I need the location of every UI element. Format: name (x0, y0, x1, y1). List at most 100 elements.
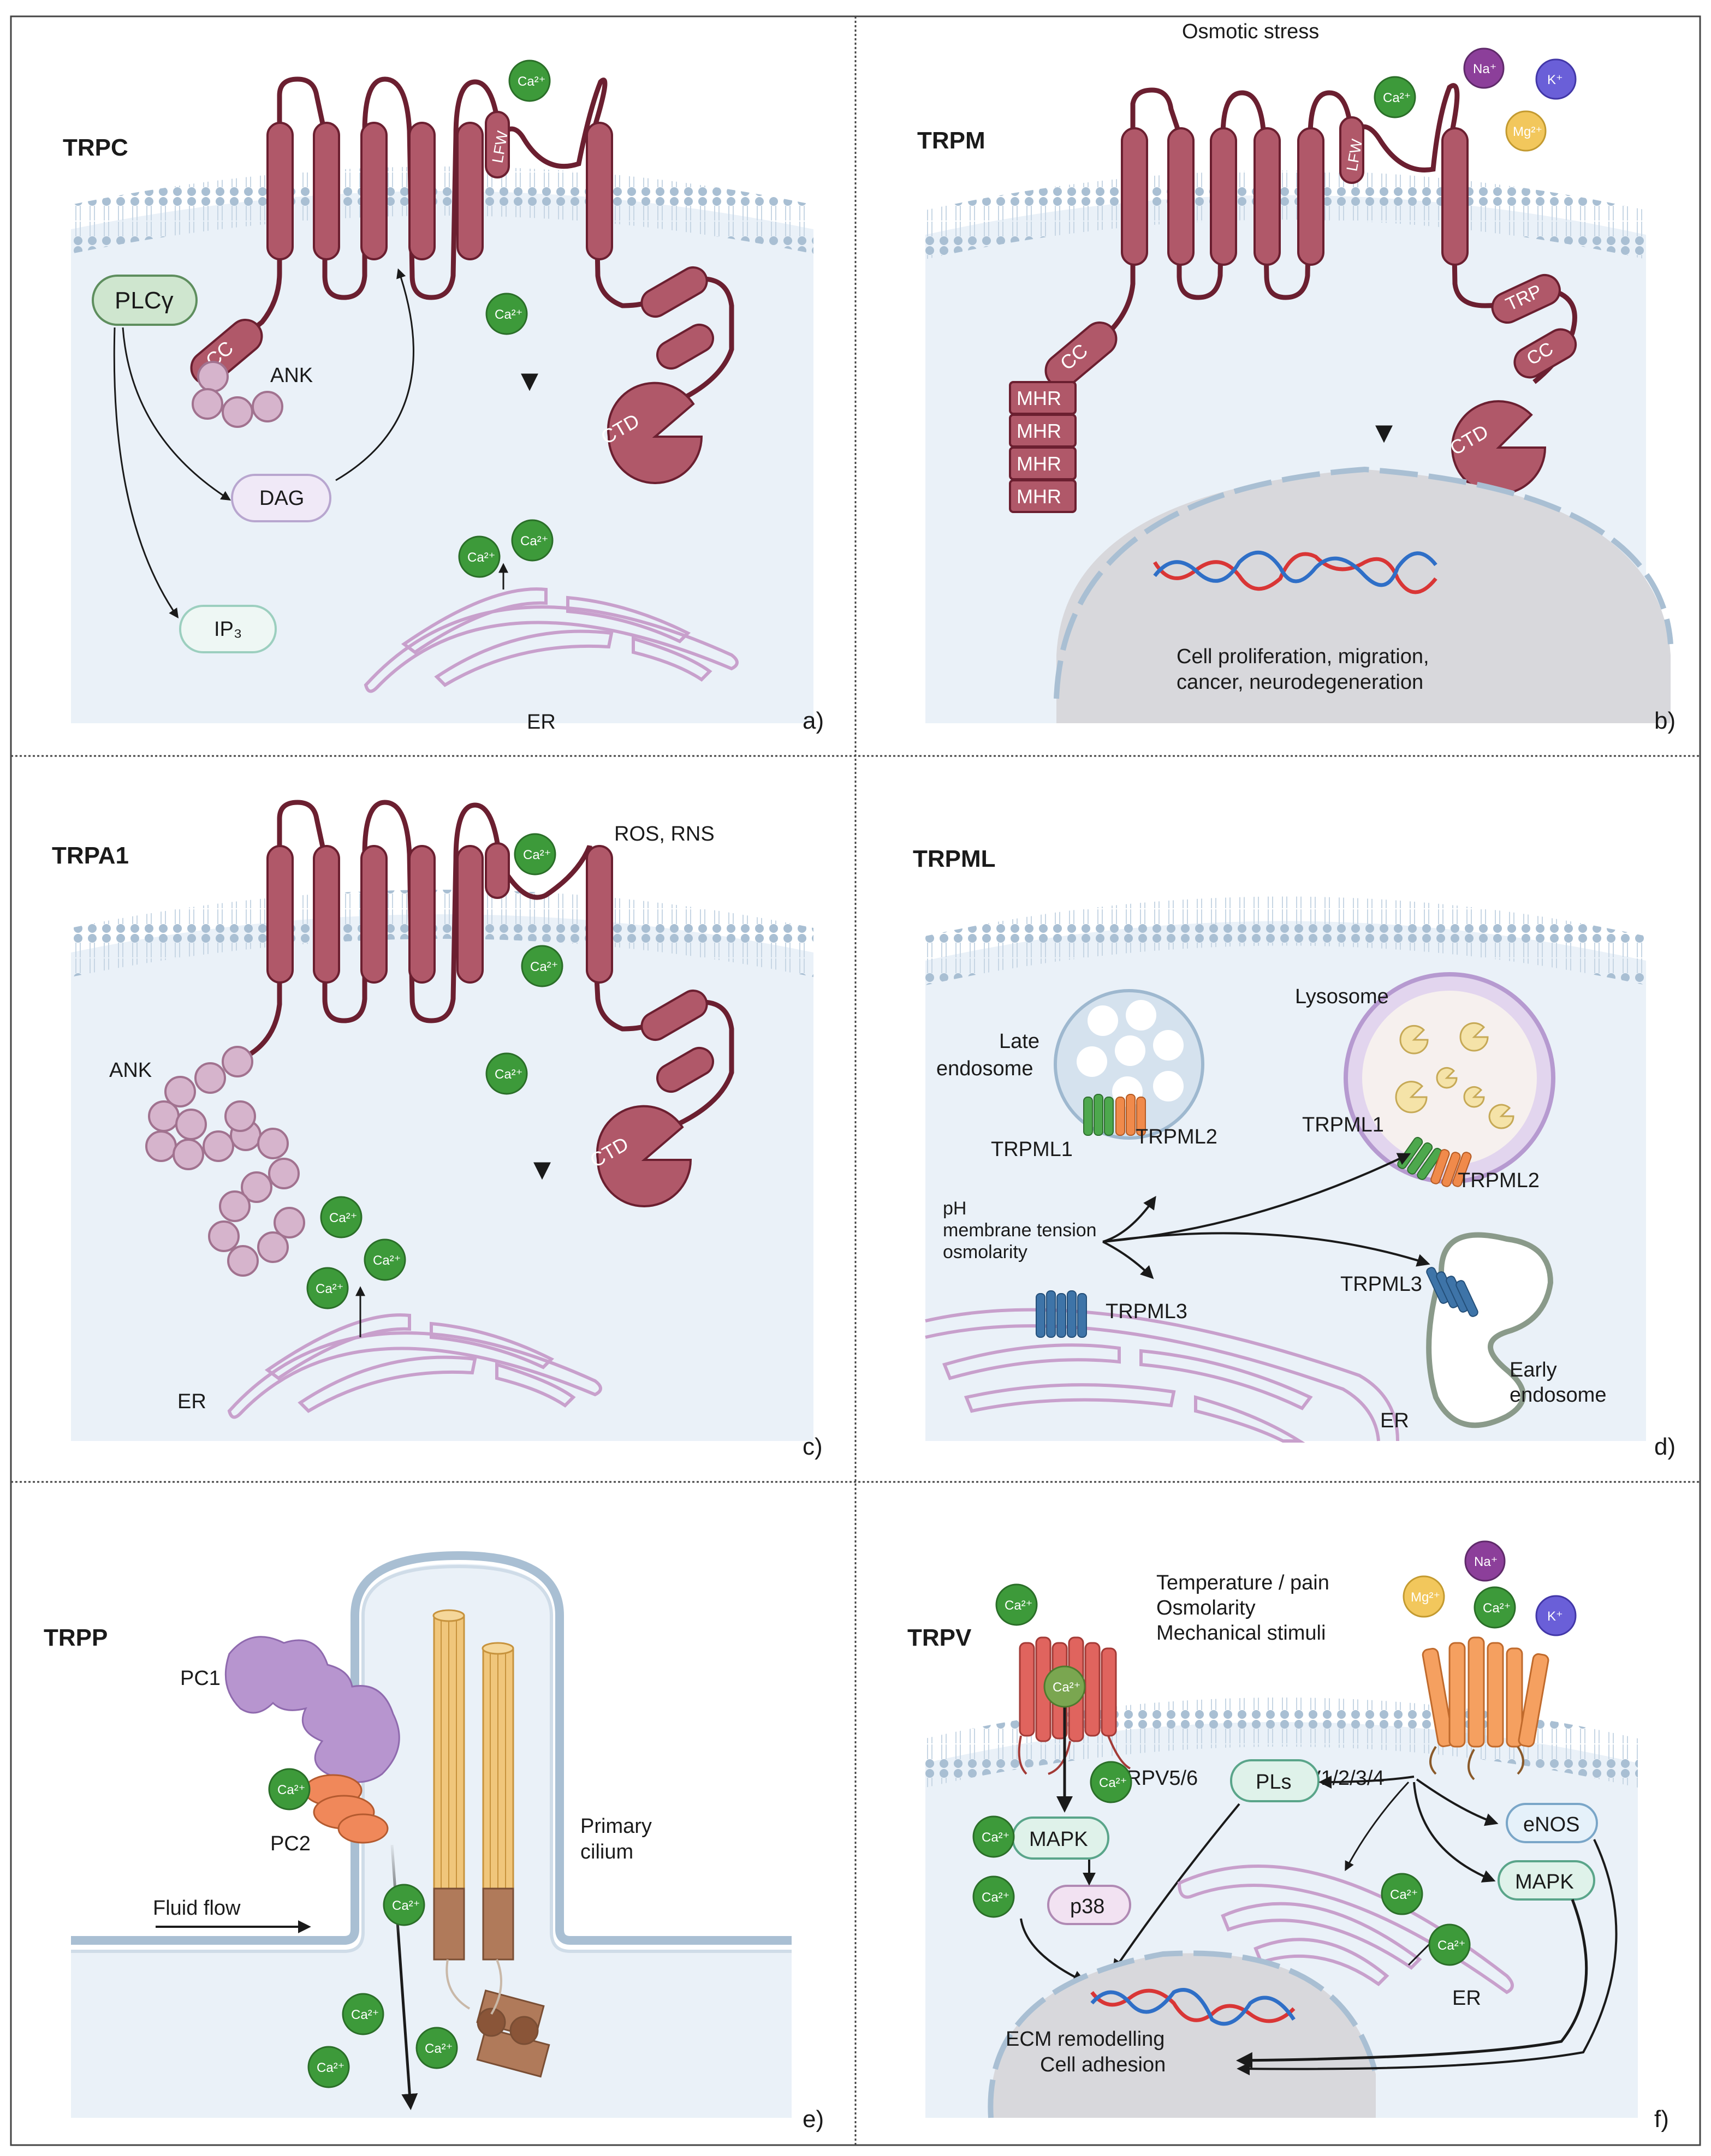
stimulus-label-2: Osmolarity (1156, 1597, 1256, 1619)
panel-trpa1: TRPA1 ROS, RNS CTD ANK (52, 800, 823, 1460)
er-label: ER (177, 1390, 206, 1413)
calcium-ion: Ca²⁺ (1381, 1873, 1423, 1915)
mhr-label: MHR (1017, 420, 1061, 442)
plc-label: PLCγ (115, 287, 174, 314)
p38-label: p38 (1070, 1895, 1104, 1918)
dna-helix (1152, 550, 1437, 594)
trpml2-label: TRPML2 (1136, 1125, 1217, 1148)
panel-trpml: TRPML Late endosome TRPML1 TRPML2 (913, 845, 1676, 1460)
er (925, 1308, 1399, 1443)
pls-label: PLs (1256, 1771, 1291, 1794)
svg-text:Ca²⁺: Ca²⁺ (982, 1830, 1009, 1845)
p38-node (1047, 1885, 1131, 1925)
svg-text:Ca²⁺: Ca²⁺ (520, 534, 548, 549)
cilium-label-2: cilium (580, 1841, 633, 1863)
svg-text:Ca²⁺: Ca²⁺ (1483, 1601, 1511, 1616)
calcium-ion: Ca²⁺ (521, 945, 563, 987)
er-label: ER (1380, 1409, 1409, 1432)
outcome-line-2: Cell adhesion (1040, 2053, 1166, 2076)
svg-text:Ca²⁺: Ca²⁺ (1099, 1776, 1127, 1790)
stimulus-label-3: Mechanical stimuli (1156, 1622, 1326, 1645)
membrane (71, 1551, 792, 1945)
mhr-label: MHR (1017, 387, 1061, 409)
trpv1234-channel (1422, 1636, 1549, 1748)
ank-label: ANK (109, 1059, 152, 1082)
ank-repeats (145, 1046, 305, 1277)
svg-text:Na⁺: Na⁺ (1473, 62, 1496, 76)
mapk-label: MAPK (1029, 1828, 1088, 1851)
ank-label: ANK (270, 364, 313, 387)
trpml1-channel (1083, 1094, 1114, 1136)
lysosome (1344, 972, 1555, 1184)
panel-trpm: TRPM Osmotic stress LFW TRP CC CC CTD (917, 20, 1676, 734)
panel-title: TRPV (907, 1624, 972, 1651)
calcium-ion: Ca²⁺ (342, 1993, 384, 2035)
late-endosome-label-2: endosome (936, 1057, 1033, 1080)
trpml3-channel (1036, 1290, 1087, 1338)
membrane (71, 890, 813, 977)
stimulus-label: ROS, RNS (614, 823, 715, 845)
svg-text:Ca²⁺: Ca²⁺ (495, 1067, 522, 1082)
fluid-flow-label: Fluid flow (153, 1897, 241, 1920)
lysosome-label: Lysosome (1295, 985, 1389, 1008)
outcome-line-1: Cell proliferation, migration, (1177, 645, 1429, 668)
cilium-label-1: Primary (580, 1815, 652, 1838)
svg-text:Na⁺: Na⁺ (1474, 1555, 1498, 1569)
cytosol (71, 1564, 792, 2118)
nucleus (1054, 466, 1673, 723)
ctd-domain (607, 382, 703, 484)
dna-helix (1090, 1988, 1296, 2026)
svg-text:Ca²⁺: Ca²⁺ (982, 1890, 1009, 1905)
er (364, 587, 739, 693)
panel-letter: d) (1654, 1433, 1676, 1460)
calcium-ion: Ca²⁺ (307, 2046, 350, 2088)
trpml2-label: TRPML2 (1458, 1169, 1540, 1192)
er (1177, 1865, 1514, 1994)
panel-title: TRPP (44, 1624, 108, 1651)
basal-body (433, 1887, 550, 2078)
calcium-ion: Ca²⁺ (1428, 1923, 1471, 1966)
svg-text:Ca²⁺: Ca²⁺ (317, 2060, 344, 2075)
potassium-ion: K⁺ (1535, 58, 1577, 100)
magnesium-ion: Mg²⁺ (1505, 110, 1547, 152)
panel-letter: e) (803, 2106, 824, 2133)
svg-text:Ca²⁺: Ca²⁺ (425, 2041, 453, 2056)
ctd-domain (596, 1105, 692, 1207)
ip3-node (179, 605, 277, 653)
calcium-ion: Ca²⁺ (415, 2027, 458, 2069)
er-label: ER (1452, 1987, 1481, 2010)
svg-text:K⁺: K⁺ (1547, 73, 1563, 87)
calcium-ion: Ca²⁺ (514, 833, 556, 875)
svg-text:Ca²⁺: Ca²⁺ (1383, 91, 1411, 105)
pls-node (1230, 1759, 1320, 1802)
calcium-ion: Ca²⁺ (268, 1768, 311, 1810)
late-endosome-label-1: Late (999, 1030, 1039, 1053)
svg-text:Ca²⁺: Ca²⁺ (373, 1253, 401, 1268)
pc1-label: PC1 (180, 1667, 221, 1690)
mapk-label: MAPK (1515, 1871, 1574, 1893)
svg-text:Ca²⁺: Ca²⁺ (316, 1282, 343, 1296)
calcium-ion: Ca²⁺ (485, 1052, 528, 1095)
svg-text:Mg²⁺: Mg²⁺ (1411, 1590, 1440, 1605)
svg-text:Mg²⁺: Mg²⁺ (1513, 124, 1542, 139)
panel-title: TRPM (917, 127, 985, 154)
panel-letter: c) (803, 1433, 823, 1460)
panel-letter: a) (803, 707, 824, 734)
trpml1-label: TRPML1 (991, 1138, 1073, 1161)
svg-text:Ca²⁺: Ca²⁺ (277, 1783, 305, 1797)
calcium-ion: Ca²⁺ (972, 1875, 1015, 1918)
plc-node (92, 275, 198, 326)
trpml3-label: TRPML3 (1340, 1273, 1422, 1296)
svg-text:Ca²⁺: Ca²⁺ (523, 848, 551, 862)
outcome-line-2: cancer, neurodegeneration (1177, 671, 1423, 694)
trpa1-channel: CTD (223, 800, 734, 1207)
svg-text:K⁺: K⁺ (1547, 1609, 1563, 1624)
sodium-ion: Na⁺ (1464, 1540, 1506, 1582)
panel-title: TRPML (913, 845, 996, 872)
svg-text:Ca²⁺: Ca²⁺ (1005, 1598, 1032, 1613)
panel-title: TRPC (63, 134, 128, 161)
calcium-ion: Ca²⁺ (1474, 1586, 1516, 1629)
svg-text:Ca²⁺: Ca²⁺ (351, 2008, 379, 2022)
panel-letter: f) (1654, 2106, 1669, 2133)
svg-text:Ca²⁺: Ca²⁺ (530, 960, 558, 974)
